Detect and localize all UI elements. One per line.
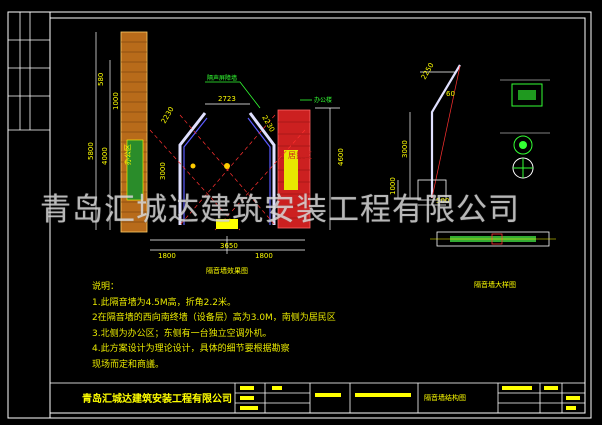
title-block-caption: 隔音墙结构图 [424,394,466,402]
dim-sub-height: 3000 [159,162,167,180]
elevation-brace [431,65,461,199]
elevation-foot [417,179,447,201]
dim-side-foot: 500 [436,197,449,205]
elevation-post [430,64,461,198]
dim-right-seg: 1800 [255,252,273,260]
unit-label: 空调外机 [214,211,238,219]
leader-lines [205,81,312,109]
note-heading: 说明： [92,282,120,292]
left-marker [190,163,196,169]
plan-leader-labels: 隔声屏障墙 办公楼 [207,74,332,104]
note-2: 2在隔音墙的西向南终墙（设备层）高为3.0M，南侧为居民区 [92,313,336,323]
design-notes: 说明： 1.此隔音墙为4.5M高，折角2.2米。 2在隔音墙的西向南终墙（设备层… [92,280,336,373]
plan-area-labels: 办公区 居民区 空调外机 [123,144,312,219]
dim-height-inner: 4000 [101,147,109,165]
dim-height-left: 5800 [87,142,95,160]
dim-base-width: 3650 [220,242,238,250]
office-area-band [126,139,144,201]
diagonal-lines [149,114,306,231]
base-detail [430,231,556,247]
dim-side-top: 2250 [420,62,436,81]
dim-angle-left: 2230 [160,106,176,125]
office-wall-label: 办公楼 [314,96,332,104]
dim-side-angle: 60 [446,90,455,98]
plan-dimension-text: 2723 2230 2230 3650 1800 1800 5800 4000 … [87,73,345,260]
residential-label-bg [284,150,298,190]
residential-brick [278,121,310,219]
dim-top-width: 2723 [218,95,236,103]
office-area-label: 办公区 [123,144,132,165]
note-1: 1.此隔音墙为4.5M高，折角2.2米。 [92,297,236,308]
center-marker [224,163,230,169]
soundproof-wall-label: 隔声屏障墙 [207,74,237,82]
company-name: 青岛汇城达建筑安装工程有限公司 [82,394,232,405]
dim-right-height: 4600 [337,148,345,166]
watermark: 青岛汇城达建筑安装工程有限公司 [40,192,520,228]
dim-side-base: 1000 [389,177,397,195]
title-block-fill [240,386,580,410]
dim-wall-top: 580 [97,73,105,86]
plan-caption: 隔音墙效果图 [206,267,248,275]
dim-wall-mid: 1000 [112,92,120,110]
soundproof-wall [178,112,276,225]
residential-label: 居民区 [288,151,312,160]
unit-marker [216,219,238,229]
elevation-dims [397,71,455,206]
note-3: 3.北侧为办公区；东侧有一台独立空调外机。 [92,328,272,339]
binding-grid [8,12,50,131]
soundproof-wall-inner [183,117,271,225]
note-5: 现场而定和商議。 [92,359,165,370]
elevation-caption: 隔音墙大样图 [474,281,516,289]
title-block [49,382,586,414]
note-4: 4.此方案设计为理论设计，具体的细节要根据勘察 [92,344,290,354]
dim-left-seg: 1800 [158,252,176,260]
detail-symbols [500,79,550,179]
plan-dimension-lines [95,32,340,254]
dim-side-height: 3000 [401,140,409,158]
